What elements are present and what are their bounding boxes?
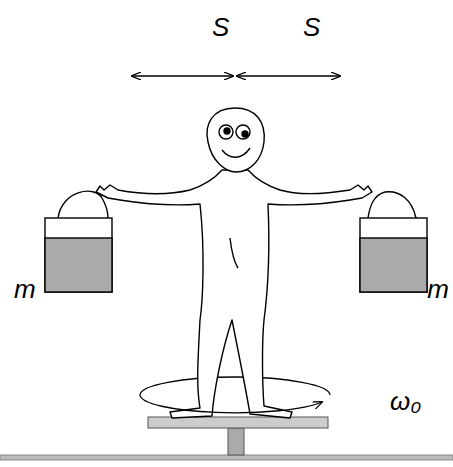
dimension-label: S <box>303 14 320 40</box>
left-bucket <box>45 191 112 292</box>
platform-post <box>228 428 244 455</box>
mass-label: m <box>427 276 449 302</box>
angular-velocity-label: ω₀ <box>390 388 421 414</box>
rotation-arrow <box>140 395 322 413</box>
ground <box>0 455 453 460</box>
dimension-label: S <box>212 14 229 40</box>
rotation-arrow <box>140 377 330 395</box>
platform <box>148 417 328 428</box>
dimension-arrows <box>132 75 340 76</box>
stick-figure <box>96 108 372 418</box>
right-bucket <box>360 192 427 292</box>
mass-label: m <box>14 276 36 302</box>
